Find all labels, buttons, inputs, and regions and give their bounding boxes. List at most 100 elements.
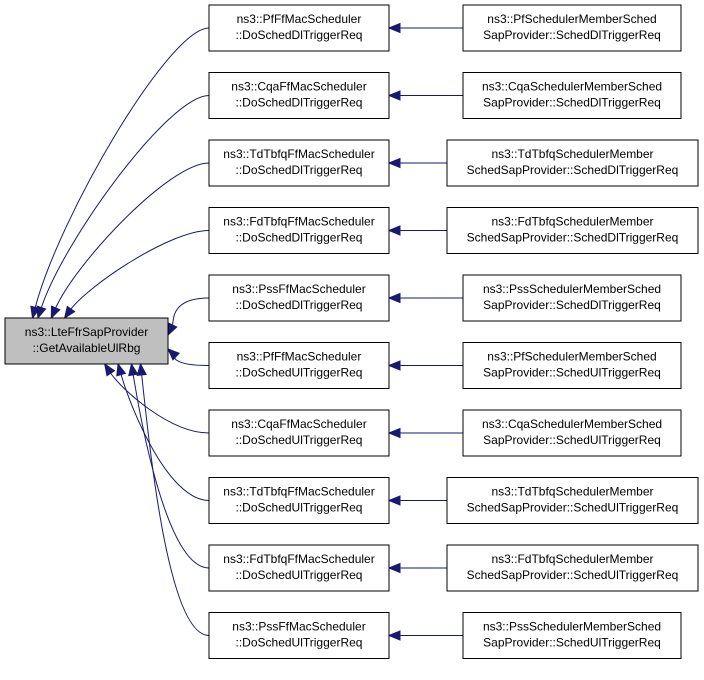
- sap-node-pssffmacscheduler-doscheddltriggerreq-line1: ns3::PssSchedulerMemberSched: [483, 282, 661, 296]
- sap-node-pfffmacscheduler-doscheddltriggerreq[interactable]: ns3::PfSchedulerMemberSchedSapProvider::…: [462, 4, 682, 52]
- caller-node-tdtbfqffmacscheduler-doscheddltriggerreq-line1: ns3::TdTbfqFfMacScheduler: [223, 147, 374, 161]
- arrow-head: [136, 362, 147, 376]
- arrow-head: [128, 362, 139, 377]
- caller-node-tdtbfqffmacscheduler-doschedultriggerreq-line2: ::DoSchedUlTriggerReq: [236, 501, 363, 515]
- arrow-head: [116, 362, 127, 377]
- caller-node-cqaffmacscheduler-doscheddltriggerreq[interactable]: ns3::CqaFfMacScheduler::DoSchedDlTrigger…: [208, 72, 390, 119]
- sap-node-cqaffmacscheduler-doscheddltriggerreq-line2: SapProvider::SchedDlTriggerReq: [483, 96, 661, 110]
- edge-line: [54, 162, 210, 310]
- caller-node-tdtbfqffmacscheduler-doscheddltriggerreq-line2: ::DoSchedDlTriggerReq: [236, 163, 363, 177]
- sap-node-pssffmacscheduler-doscheddltriggerreq-line2: SapProvider::SchedDlTriggerReq: [483, 298, 661, 312]
- edge-to-root-pfffmacscheduler-doschedultriggerreq: [167, 348, 210, 366]
- root-node-line1: ns3::LteFfrSapProvider: [25, 325, 148, 339]
- sap-node-tdtbfqffmacscheduler-doscheddltriggerreq[interactable]: ns3::TdTbfqSchedulerMemberSchedSapProvid…: [446, 139, 699, 187]
- edge-sap-to-pfffmacscheduler-doschedultriggerreq: [387, 360, 463, 371]
- caller-node-pssffmacscheduler-doschedultriggerreq-line2: ::DoSchedUlTriggerReq: [236, 636, 363, 650]
- caller-node-pfffmacscheduler-doschedultriggerreq-line1: ns3::PfFfMacScheduler: [237, 350, 362, 364]
- edge-line: [40, 95, 210, 309]
- caller-node-fdtbfqffmacscheduler-doscheddltriggerreq-line2: ::DoSchedDlTriggerReq: [236, 231, 363, 245]
- edge-to-root-fdtbfqffmacscheduler-doscheddltriggerreq: [63, 230, 210, 320]
- arrow-head: [167, 348, 180, 361]
- caller-node-tdtbfqffmacscheduler-doscheddltriggerreq[interactable]: ns3::TdTbfqFfMacScheduler::DoSchedDlTrig…: [208, 139, 390, 187]
- edges: [30, 22, 463, 641]
- edge-line: [69, 230, 210, 311]
- sap-node-pssffmacscheduler-doschedultriggerreq[interactable]: ns3::PssSchedulerMemberSchedSapProvider:…: [462, 612, 682, 659]
- edge-sap-to-fdtbfqffmacscheduler-doschedultriggerreq: [387, 562, 447, 574]
- sap-node-fdtbfqffmacscheduler-doschedultriggerreq-line2: SchedSapProvider::SchedUlTriggerReq: [467, 568, 679, 582]
- edge-to-root-pfffmacscheduler-doscheddltriggerreq: [30, 27, 210, 320]
- edge-sap-to-tdtbfqffmacscheduler-doscheddltriggerreq: [387, 157, 447, 169]
- sap-node-tdtbfqffmacscheduler-doschedultriggerreq[interactable]: ns3::TdTbfqSchedulerMemberSchedSapProvid…: [446, 477, 699, 524]
- caller-node-cqaffmacscheduler-doschedultriggerreq-line1: ns3::CqaFfMacScheduler: [231, 417, 366, 431]
- sap-node-pfffmacscheduler-doschedultriggerreq-line2: SapProvider::SchedUlTriggerReq: [483, 366, 661, 380]
- edge-sap-to-cqaffmacscheduler-doschedultriggerreq: [387, 427, 463, 439]
- edge-line: [120, 373, 210, 501]
- sap-node-pfffmacscheduler-doscheddltriggerreq-line2: SapProvider::SchedDlTriggerReq: [483, 28, 661, 42]
- edge-line: [141, 373, 210, 636]
- edge-line: [173, 355, 210, 366]
- sap-node-fdtbfqffmacscheduler-doscheddltriggerreq-line2: SchedSapProvider::SchedDlTriggerReq: [467, 231, 679, 245]
- sap-node-pssffmacscheduler-doscheddltriggerreq[interactable]: ns3::PssSchedulerMemberSchedSapProvider:…: [462, 274, 682, 322]
- edge-to-root-cqaffmacscheduler-doscheddltriggerreq: [36, 95, 210, 320]
- caller-node-tdtbfqffmacscheduler-doschedultriggerreq-line1: ns3::TdTbfqFfMacScheduler: [223, 485, 374, 499]
- caller-node-pssffmacscheduler-doschedultriggerreq[interactable]: ns3::PssFfMacScheduler::DoSchedUlTrigger…: [208, 612, 390, 659]
- caller-node-pfffmacscheduler-doscheddltriggerreq-line2: ::DoSchedDlTriggerReq: [236, 28, 363, 42]
- edge-to-root-cqaffmacscheduler-doschedultriggerreq: [103, 362, 210, 434]
- caller-node-pssffmacscheduler-doscheddltriggerreq[interactable]: ns3::PssFfMacScheduler::DoSchedDlTrigger…: [208, 274, 390, 322]
- edge-line: [132, 373, 210, 569]
- edge-line: [171, 297, 210, 327]
- caller-node-cqaffmacscheduler-doschedultriggerreq-line2: ::DoSchedUlTriggerReq: [236, 433, 363, 447]
- sap-node-fdtbfqffmacscheduler-doscheddltriggerreq[interactable]: ns3::FdTbfqSchedulerMemberSchedSapProvid…: [446, 207, 699, 254]
- sap-node-fdtbfqffmacscheduler-doschedultriggerreq[interactable]: ns3::FdTbfqSchedulerMemberSchedSapProvid…: [446, 544, 699, 592]
- arrow-head: [387, 90, 401, 101]
- sap-node-fdtbfqffmacscheduler-doscheddltriggerreq-line1: ns3::FdTbfqSchedulerMember: [491, 215, 653, 229]
- caller-node-pfffmacscheduler-doschedultriggerreq-line2: ::DoSchedUlTriggerReq: [236, 366, 363, 380]
- caller-node-fdtbfqffmacscheduler-doscheddltriggerreq[interactable]: ns3::FdTbfqFfMacScheduler::DoSchedDlTrig…: [208, 207, 390, 254]
- edge-sap-to-tdtbfqffmacscheduler-doschedultriggerreq: [387, 495, 447, 506]
- arrow-head: [387, 22, 401, 34]
- edge-sap-to-cqaffmacscheduler-doscheddltriggerreq: [387, 90, 463, 101]
- arrow-head: [50, 305, 61, 320]
- arrow-head: [387, 292, 401, 304]
- sap-node-cqaffmacscheduler-doschedultriggerreq-line1: ns3::CqaSchedulerMemberSched: [482, 417, 662, 431]
- caller-node-pfffmacscheduler-doschedultriggerreq[interactable]: ns3::PfFfMacScheduler::DoSchedUlTriggerR…: [208, 342, 390, 389]
- caller-node-cqaffmacscheduler-doscheddltriggerreq-line2: ::DoSchedDlTriggerReq: [236, 96, 363, 110]
- sap-node-cqaffmacscheduler-doschedultriggerreq[interactable]: ns3::CqaSchedulerMemberSchedSapProvider:…: [462, 409, 682, 457]
- edge-to-root-fdtbfqffmacscheduler-doschedultriggerreq: [128, 362, 210, 569]
- sap-node-tdtbfqffmacscheduler-doschedultriggerreq-line2: SchedSapProvider::SchedUlTriggerReq: [467, 501, 679, 515]
- arrow-head: [387, 157, 401, 169]
- sap-node-cqaffmacscheduler-doscheddltriggerreq[interactable]: ns3::CqaSchedulerMemberSchedSapProvider:…: [462, 72, 682, 119]
- edge-to-root-pssffmacscheduler-doschedultriggerreq: [136, 362, 210, 636]
- caller-node-pssffmacscheduler-doscheddltriggerreq-line2: ::DoSchedDlTriggerReq: [236, 298, 363, 312]
- caller-node-fdtbfqffmacscheduler-doschedultriggerreq[interactable]: ns3::FdTbfqFfMacScheduler::DoSchedUlTrig…: [208, 544, 390, 592]
- sap-node-pfffmacscheduler-doschedultriggerreq[interactable]: ns3::PfSchedulerMemberSchedSapProvider::…: [462, 342, 682, 389]
- edge-line: [109, 372, 210, 434]
- sap-node-pssffmacscheduler-doschedultriggerreq-line2: SapProvider::SchedUlTriggerReq: [483, 636, 661, 650]
- arrow-head: [387, 225, 401, 236]
- sap-node-fdtbfqffmacscheduler-doschedultriggerreq-line1: ns3::FdTbfqSchedulerMember: [491, 552, 653, 566]
- arrow-head: [103, 362, 116, 377]
- edge-sap-to-pfffmacscheduler-doscheddltriggerreq: [387, 22, 463, 34]
- caller-node-pfffmacscheduler-doscheddltriggerreq[interactable]: ns3::PfFfMacScheduler::DoSchedDlTriggerR…: [208, 4, 390, 52]
- caller-node-fdtbfqffmacscheduler-doschedultriggerreq-line1: ns3::FdTbfqFfMacScheduler: [223, 552, 374, 566]
- caller-node-tdtbfqffmacscheduler-doschedultriggerreq[interactable]: ns3::TdTbfqFfMacScheduler::DoSchedUlTrig…: [208, 477, 390, 524]
- edge-sap-to-pssffmacscheduler-doschedultriggerreq: [387, 630, 463, 641]
- edge-to-root-pssffmacscheduler-doscheddltriggerreq: [167, 297, 210, 337]
- arrow-head: [167, 322, 178, 337]
- caller-node-pssffmacscheduler-doscheddltriggerreq-line1: ns3::PssFfMacScheduler: [232, 282, 365, 296]
- root-node[interactable]: ns3::LteFfrSapProvider ::GetAvailableUlR…: [4, 317, 169, 365]
- arrow-head: [387, 630, 401, 641]
- arrow-head: [63, 305, 76, 320]
- edge-to-root-tdtbfqffmacscheduler-doschedultriggerreq: [116, 362, 210, 501]
- sap-node-pssffmacscheduler-doschedultriggerreq-line1: ns3::PssSchedulerMemberSched: [483, 620, 661, 634]
- edge-sap-to-pssffmacscheduler-doscheddltriggerreq: [387, 292, 463, 304]
- edge-line: [34, 27, 210, 309]
- sap-node-cqaffmacscheduler-doschedultriggerreq-line2: SapProvider::SchedUlTriggerReq: [483, 433, 661, 447]
- arrow-head: [387, 360, 401, 371]
- caller-node-pssffmacscheduler-doschedultriggerreq-line1: ns3::PssFfMacScheduler: [232, 620, 365, 634]
- sap-node-pfffmacscheduler-doscheddltriggerreq-line1: ns3::PfSchedulerMemberSched: [487, 12, 656, 26]
- edge-to-root-tdtbfqffmacscheduler-doscheddltriggerreq: [50, 162, 210, 320]
- arrow-head: [387, 495, 401, 506]
- caller-node-cqaffmacscheduler-doschedultriggerreq[interactable]: ns3::CqaFfMacScheduler::DoSchedUlTrigger…: [208, 409, 390, 457]
- sap-node-tdtbfqffmacscheduler-doschedultriggerreq-line1: ns3::TdTbfqSchedulerMember: [491, 485, 653, 499]
